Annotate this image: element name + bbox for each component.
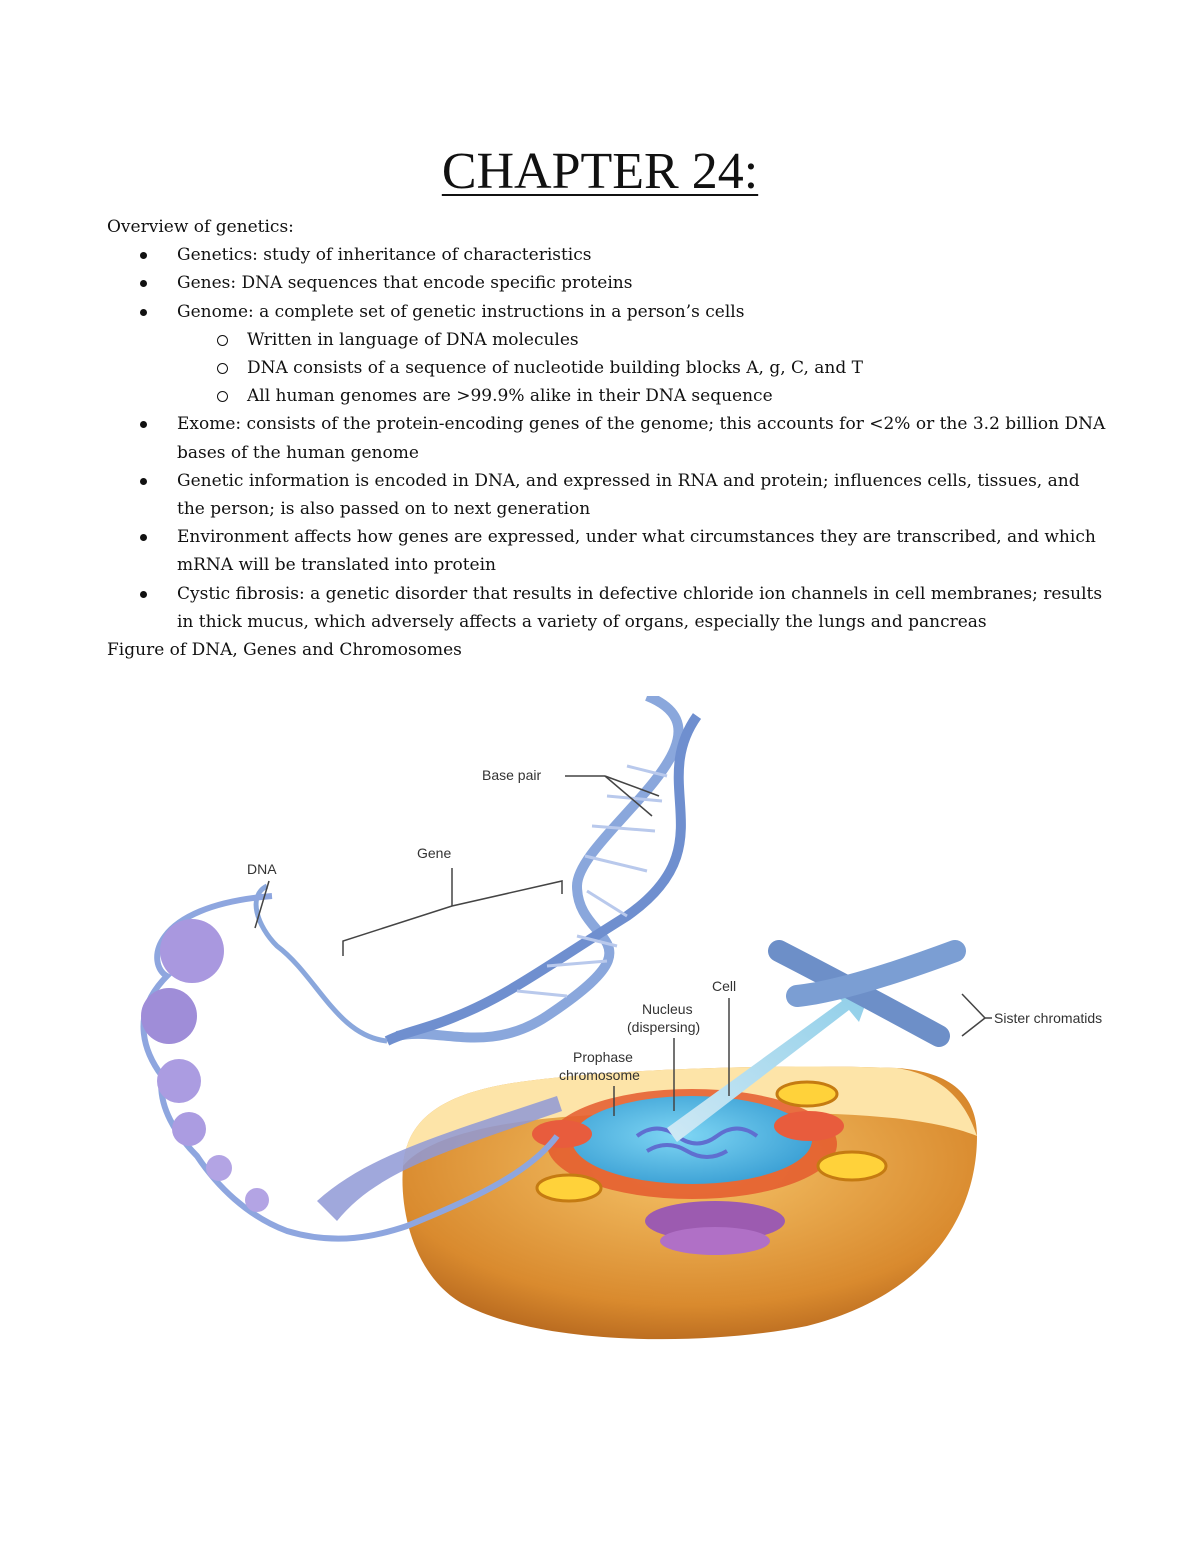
label-dna: DNA: [247, 861, 277, 877]
label-gene: Gene: [417, 845, 451, 861]
label-nucleus-note: (dispersing): [627, 1019, 700, 1035]
list-item-text: Genes: DNA sequences that encode specifi…: [177, 273, 633, 294]
list-item: Genes: DNA sequences that encode specifi…: [107, 269, 1107, 297]
dna-helix-illustration: [253, 696, 702, 1046]
sub-list-item: Written in language of DNA molecules: [177, 326, 1107, 354]
label-base-pair: Base pair: [482, 767, 541, 783]
bullet-icon: [140, 421, 147, 429]
label-nucleus: Nucleus: [642, 1001, 693, 1017]
list-item: Exome: consists of the protein-encoding …: [107, 410, 1107, 466]
bullet-icon: [140, 252, 147, 260]
label-cell: Cell: [712, 978, 736, 994]
label-prophase: Prophase: [573, 1049, 633, 1065]
cell-illustration: [402, 1066, 978, 1340]
sub-list-item: DNA consists of a sequence of nucleotide…: [177, 354, 1107, 382]
bullet-icon: [140, 477, 147, 485]
page-title: CHAPTER 24:: [441, 143, 759, 200]
list-item: Genetics: study of inheritance of charac…: [107, 241, 1107, 269]
bullet-list: Genetics: study of inheritance of charac…: [107, 241, 1107, 636]
bullet-icon: [140, 590, 147, 598]
list-item: Genetic information is encoded in DNA, a…: [107, 467, 1107, 523]
bullet-icon: [140, 308, 147, 316]
figure-caption: Figure of DNA, Genes and Chromosomes: [107, 640, 462, 661]
list-item-text: Genetics: study of inheritance of charac…: [177, 245, 592, 266]
sub-list-item: All human genomes are >99.9% alike in th…: [177, 382, 1107, 410]
list-item-text: Genome: a complete set of genetic instru…: [177, 301, 745, 322]
hollow-bullet-icon: [217, 363, 228, 375]
hollow-bullet-icon: [217, 334, 228, 346]
label-leaders: [254, 775, 992, 1116]
section-intro: Overview of genetics:: [107, 217, 294, 237]
list-item: Environment affects how genes are expres…: [107, 523, 1107, 579]
list-item-text: Cystic fibrosis: a genetic disorder that…: [177, 583, 1103, 632]
list-item-text: Genetic information is encoded in DNA, a…: [177, 470, 1080, 520]
hollow-bullet-icon: [217, 391, 228, 403]
list-item: Genome: a complete set of genetic instru…: [107, 298, 1107, 411]
list-item-text: Exome: consists of the protein-encoding …: [177, 414, 1106, 463]
list-item: Cystic fibrosis: a genetic disorder that…: [107, 580, 1107, 636]
bullet-icon: [140, 280, 147, 288]
body-text: Overview of genetics: Genetics: study of…: [107, 213, 1107, 664]
list-item-text: Environment affects how genes are expres…: [177, 527, 1096, 576]
zoom-arrow: [667, 978, 875, 1142]
sub-list-item-text: Written in language of DNA molecules: [247, 329, 579, 350]
dna-genes-chromosomes-figure: Base pair Gene DNA Cell Nucleus (dispers…: [107, 696, 1137, 1342]
label-sister-chromatids: Sister chromatids: [994, 1010, 1102, 1026]
chromosome-illustration: [768, 940, 966, 1047]
bullet-icon: [140, 534, 147, 542]
sub-bullet-list: Written in language of DNA molecules DNA…: [177, 326, 1107, 411]
sub-list-item-text: DNA consists of a sequence of nucleotide…: [247, 358, 863, 379]
chromatin-illustration: [140, 893, 562, 1242]
sub-list-item-text: All human genomes are >99.9% alike in th…: [247, 386, 773, 407]
label-prophase-note: chromosome: [559, 1067, 640, 1083]
